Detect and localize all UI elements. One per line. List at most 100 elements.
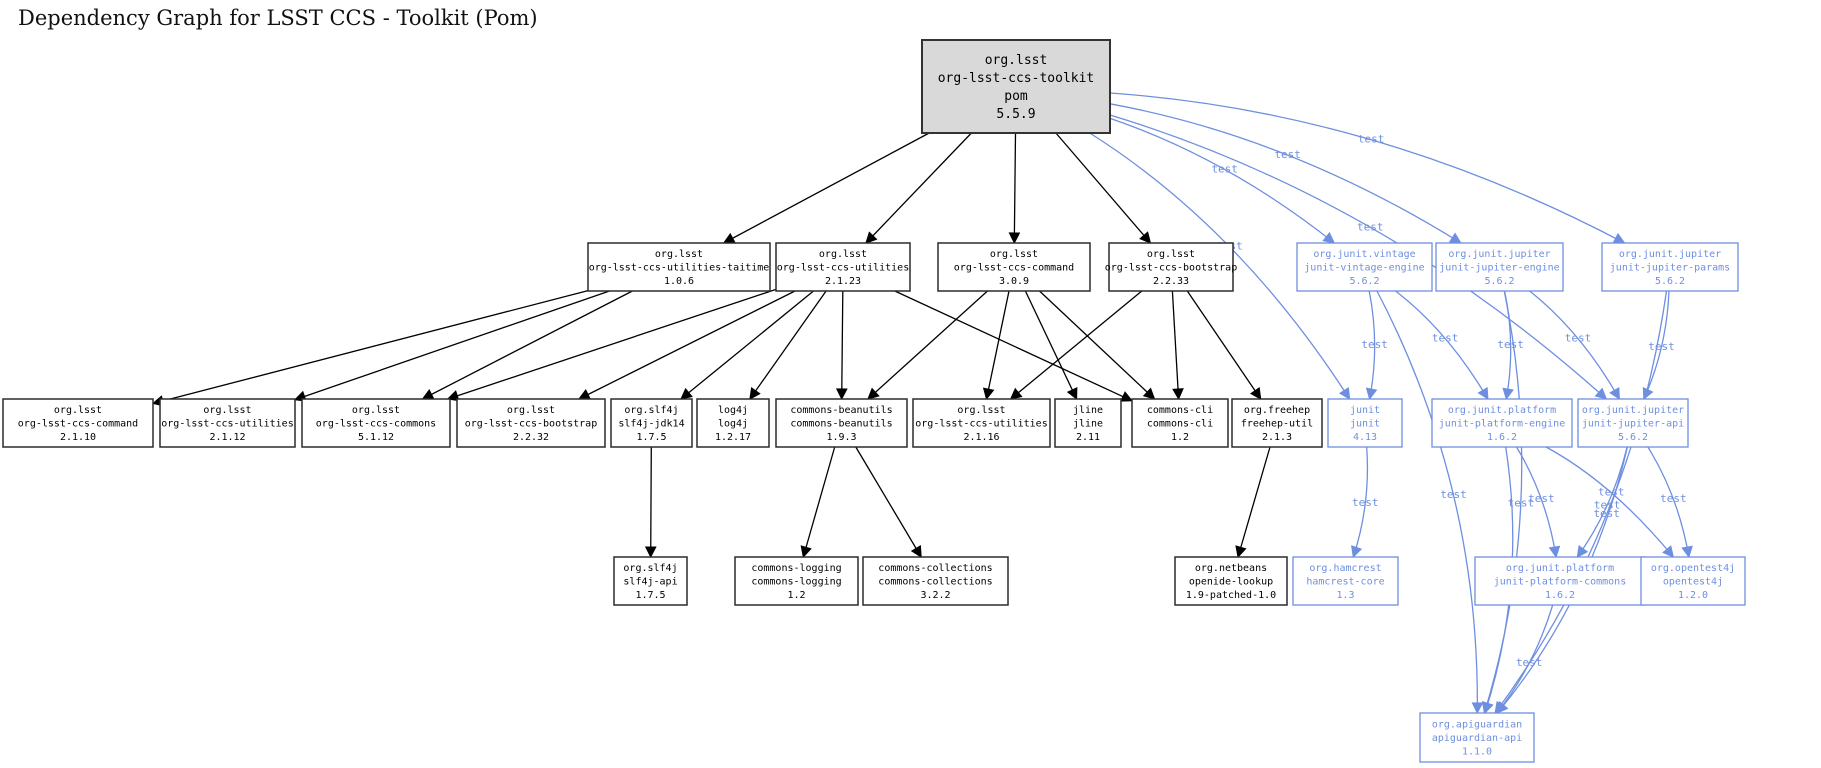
edge-label-japi-pcommons: test xyxy=(1594,499,1621,512)
edge-label-vintage-apiguardian: test xyxy=(1440,488,1467,501)
edge-toolkit-bootstrap233 xyxy=(1055,132,1152,244)
edge-label-vintage-junit: test xyxy=(1361,338,1388,351)
edge-vintage-apiguardian xyxy=(1376,290,1484,715)
edge-beanutils-ccollections xyxy=(855,446,922,559)
edge-toolkit-vintage xyxy=(1109,117,1336,244)
edge-taitime-commons5112 xyxy=(421,290,633,400)
edge-freehep-openide xyxy=(1235,446,1271,559)
edge-beanutils-clogging xyxy=(800,446,836,559)
edge-command309-util2116 xyxy=(982,290,1010,401)
edge-command309-beanutils xyxy=(867,290,988,400)
edge-pengine-pcommons xyxy=(1515,446,1561,559)
edge-taitime-cmd2110 xyxy=(151,289,589,407)
edge-utilities23-beanutils xyxy=(835,290,848,401)
edge-toolkit-japi xyxy=(1109,114,1608,400)
page-title: Dependency Graph for LSST CCS - Toolkit … xyxy=(18,6,538,30)
edge-label-pengine-opentest4j: test xyxy=(1598,486,1625,499)
edge-label-jparams-japi: test xyxy=(1648,340,1675,353)
edge-toolkit-jparams xyxy=(1109,92,1626,244)
edge-label-pengine-pcommons: test xyxy=(1528,492,1555,505)
edge-label-toolkit-jengine: test xyxy=(1274,148,1301,161)
edge-taitime-util2112 xyxy=(293,290,610,402)
edge-command309-jline xyxy=(1024,290,1078,401)
edge-utilities23-log4j xyxy=(749,290,827,400)
edge-label-toolkit-japi: test xyxy=(1357,220,1384,233)
edge-label-junit-hamcrest: test xyxy=(1352,496,1379,509)
edge-vintage-pengine xyxy=(1395,290,1489,401)
edge-label-jengine-pengine: test xyxy=(1497,338,1524,351)
edge-toolkit-jengine xyxy=(1109,103,1462,244)
edge-utilities23-slf4jjdk14 xyxy=(680,290,814,400)
edge-pcommons-apiguardian xyxy=(1495,604,1554,714)
edge-label-vintage-pengine: test xyxy=(1432,331,1459,344)
edge-pengine-opentest4j xyxy=(1545,446,1675,558)
edge-label-jparams-apiguardian: test xyxy=(1593,507,1620,520)
edge-label-pcommons-apiguardian: test xyxy=(1516,656,1543,669)
edge-bootstrap233-util2116 xyxy=(1009,290,1143,400)
edge-toolkit-utilities23 xyxy=(865,132,972,244)
edge-label-jengine-japi: test xyxy=(1565,332,1592,345)
edge-utilities23-boot2232 xyxy=(577,290,796,400)
edge-toolkit-command309 xyxy=(1008,132,1021,245)
edge-command309-commonscli xyxy=(1039,290,1156,400)
edge-utilities23-commonscli xyxy=(894,290,1134,402)
edge-junit-hamcrest xyxy=(1351,446,1369,559)
